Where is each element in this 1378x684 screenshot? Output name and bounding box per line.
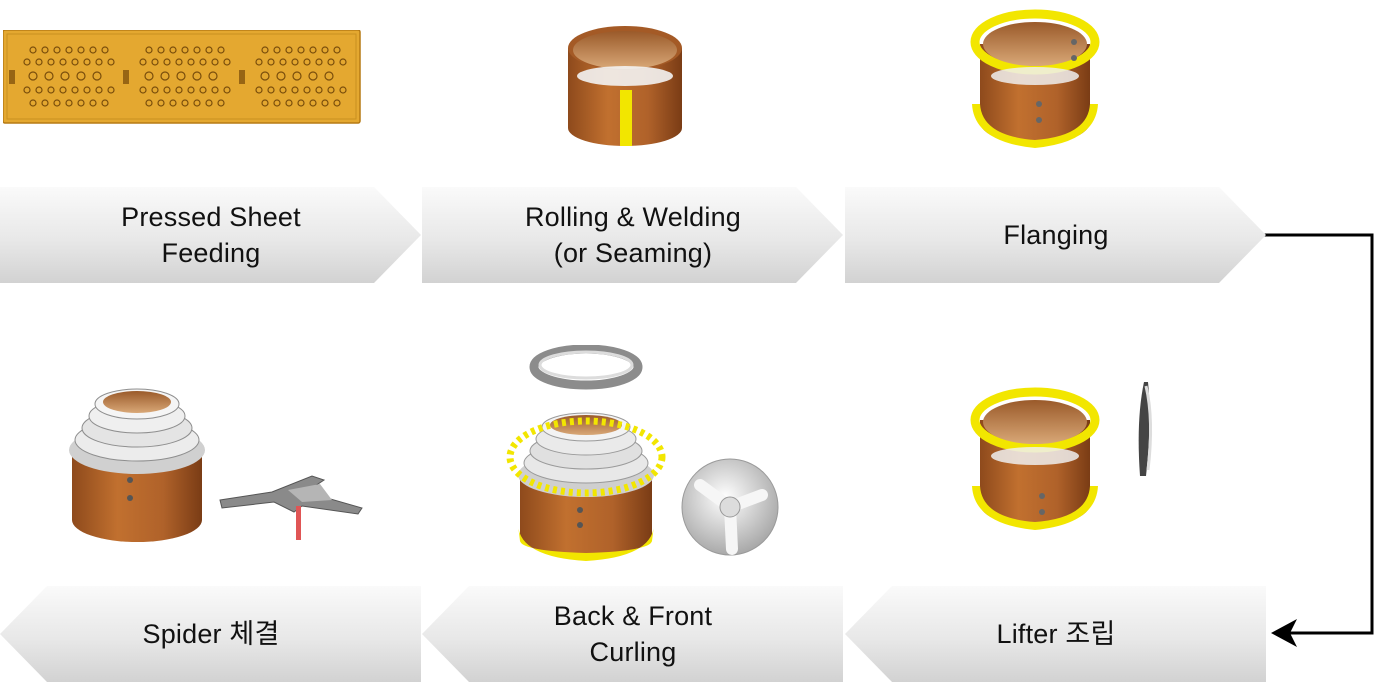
step-label: Back & Front Curling xyxy=(553,600,713,667)
step-back-front-curling: Back & Front Curling xyxy=(422,586,844,682)
lifter-assembly-illustration xyxy=(970,382,1153,530)
flanged-drum-illustration xyxy=(970,9,1100,148)
step-label: Spider 체결 xyxy=(142,618,280,649)
step-flanging: Flanging xyxy=(845,187,1267,283)
curled-drum-illustration xyxy=(506,345,779,561)
spider-assembly-illustration xyxy=(69,388,363,542)
pressed-sheet-illustration xyxy=(3,30,361,124)
step-pressed-sheet-feeding: Pressed Sheet Feeding xyxy=(0,187,422,283)
step-lifter-assembly: Lifter 조립 xyxy=(845,586,1267,682)
arrowhead-icon xyxy=(1271,619,1297,647)
step-rolling-welding: Rolling & Welding (or Seaming) xyxy=(422,187,844,283)
step-spider-fastening: Spider 체결 xyxy=(0,586,422,682)
step-label: Flanging xyxy=(1003,219,1109,250)
step-label: Lifter 조립 xyxy=(996,618,1116,649)
rolled-drum-illustration xyxy=(568,26,682,146)
step-label: Rolling & Welding (or Seaming) xyxy=(524,201,741,268)
step-label: Pressed Sheet Feeding xyxy=(121,201,301,268)
